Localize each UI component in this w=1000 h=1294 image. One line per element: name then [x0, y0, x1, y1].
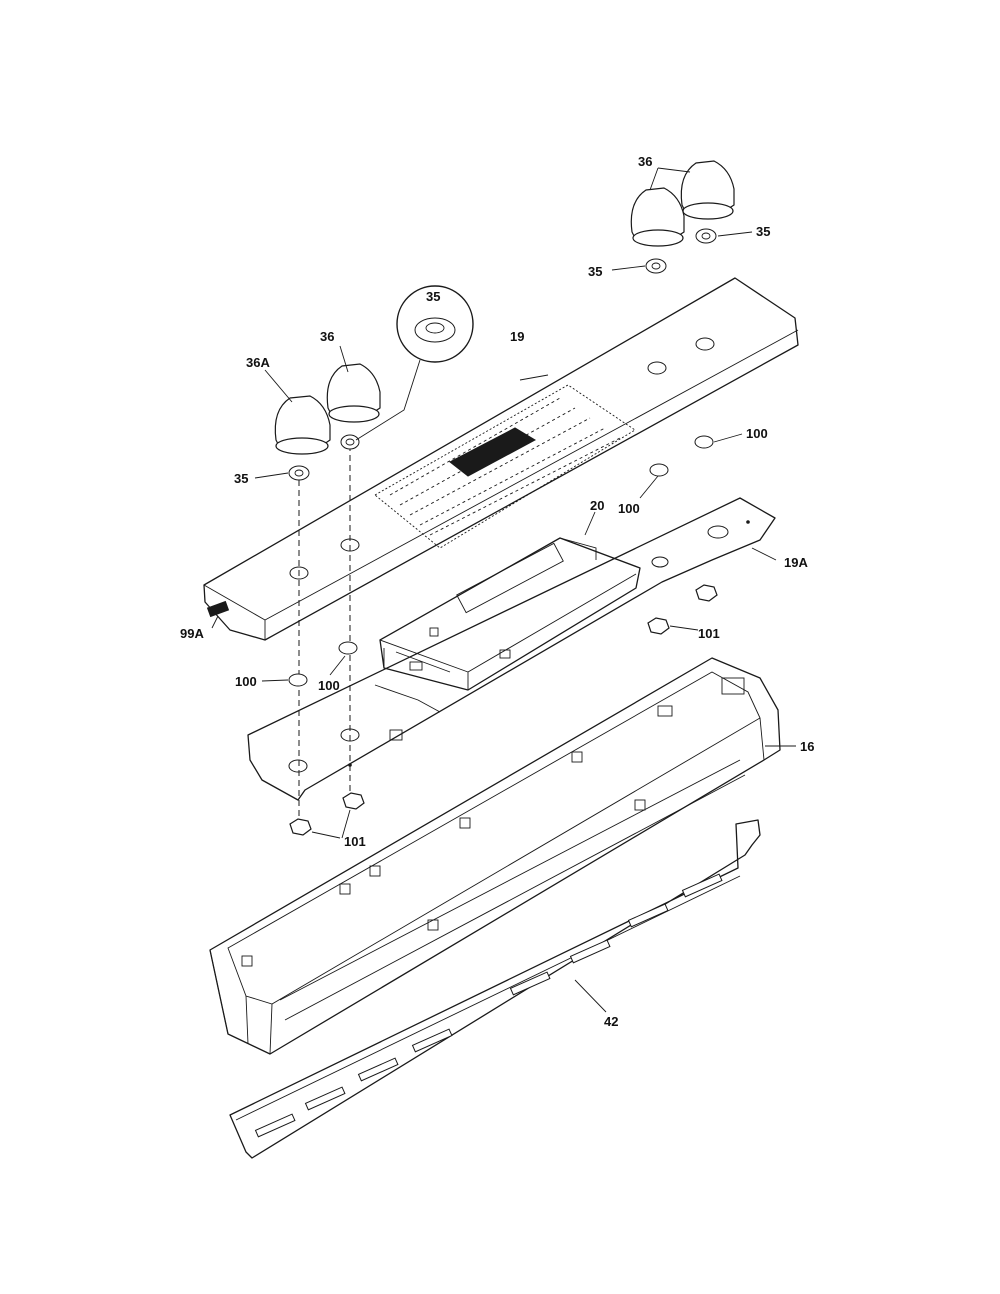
callout-100-a: 100: [746, 426, 768, 441]
callout-100-d: 100: [318, 678, 340, 693]
callout-100-c: 100: [235, 674, 257, 689]
callout-100-b: 100: [618, 501, 640, 516]
callout-36-top: 36: [638, 154, 652, 169]
callout-36a: 36A: [246, 355, 270, 370]
part-99a-connector: [206, 600, 230, 618]
callout-101-right: 101: [698, 626, 720, 641]
washer-35-c: [645, 258, 667, 274]
callout-20: 20: [590, 498, 604, 513]
washer-100-b: [649, 463, 669, 477]
leader-lines: [211, 167, 796, 1013]
callout-35-top-right: 35: [756, 224, 770, 239]
washer-35-a: [288, 465, 310, 481]
callout-99a: 99A: [180, 626, 204, 641]
callout-16: 16: [800, 739, 814, 754]
nut-101-b: [647, 617, 670, 635]
part-20-control-board: [379, 511, 641, 691]
part-19a-mounting-plate: [247, 497, 776, 801]
knob-36-top-b: [680, 160, 735, 220]
callout-101-bottom: 101: [344, 834, 366, 849]
washer-100-a: [694, 435, 714, 449]
washer-100-d: [338, 641, 358, 655]
nut-101-a: [695, 584, 718, 602]
part-19-control-panel: [203, 277, 799, 641]
detail-zoom-35: [355, 285, 474, 441]
callout-36-left: 36: [320, 329, 334, 344]
washer-100-c: [288, 673, 308, 687]
washer-35-d: [695, 228, 717, 244]
nut-101-c: [342, 792, 365, 810]
callout-35-top-left: 35: [588, 264, 602, 279]
nut-101-d: [289, 818, 312, 836]
knob-36-top-a: [630, 187, 685, 247]
callout-labels: 36 35 35 35 36 36A 19 100 35 100 20 19A …: [180, 154, 814, 1029]
callout-42: 42: [604, 1014, 618, 1029]
part-16-housing: [209, 657, 781, 1055]
callout-35-zoom: 35: [426, 289, 440, 304]
callout-35-left: 35: [234, 471, 248, 486]
callout-19: 19: [510, 329, 524, 344]
knob-36-left: [326, 363, 381, 423]
knob-36a: [274, 395, 331, 455]
part-42-trim-strip: [229, 819, 761, 1159]
display-window: [449, 427, 537, 477]
alignment-lines: [298, 445, 351, 830]
callout-19a: 19A: [784, 555, 808, 570]
washer-35-b: [340, 434, 360, 450]
